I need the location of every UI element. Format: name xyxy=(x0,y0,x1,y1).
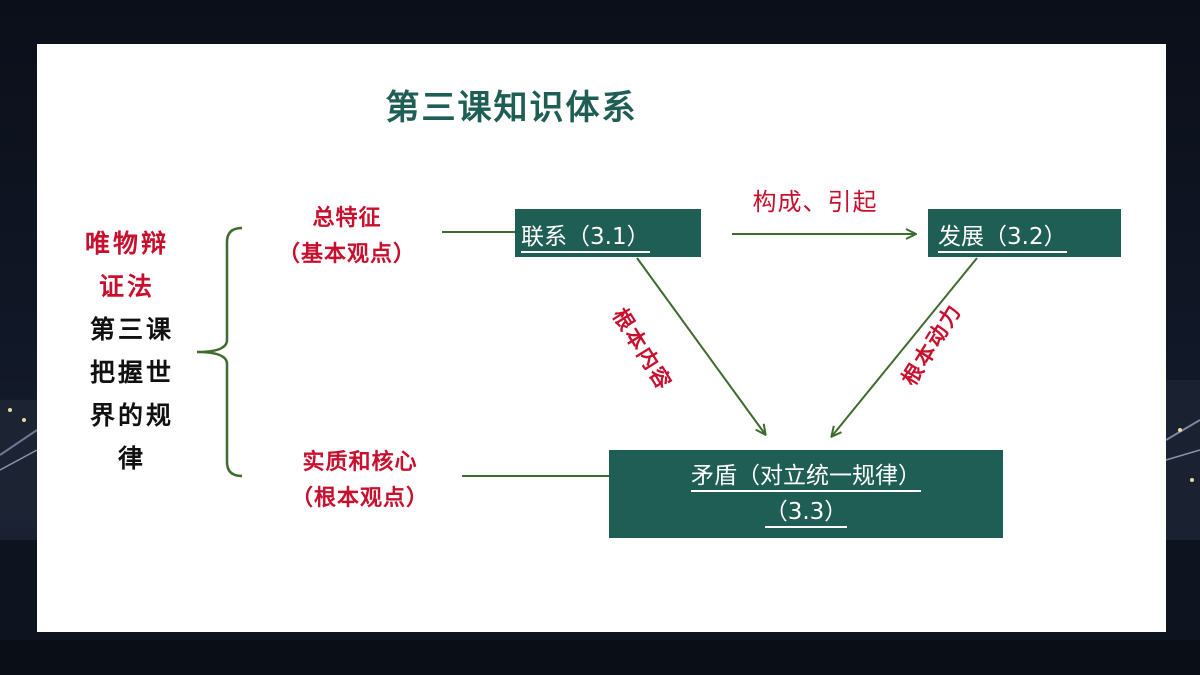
slide-canvas: 第三课知识体系 唯物辩 证法 第三课 把握世 界的规 律 总特征 （基本观点） … xyxy=(37,44,1166,632)
branch-bottom-label: 实质和核心 （根本观点） xyxy=(255,444,465,516)
branch-top-line-1: 总特征 xyxy=(312,205,382,231)
page-title: 第三课知识体系 xyxy=(385,88,638,128)
topic-black-line-4: 律 xyxy=(117,444,146,473)
brace xyxy=(196,226,243,478)
arrow-fazhan-to-maodun xyxy=(832,257,978,436)
topic-black-line-1: 第三课 xyxy=(89,315,174,344)
connector-lines xyxy=(196,226,978,478)
arrow-lianxi-to-maodun xyxy=(636,257,765,434)
topic-black-text: 第三课 把握世 界的规 律 xyxy=(77,308,187,480)
box-maodun-line-1: 矛盾（对立统一规律） xyxy=(691,463,921,492)
branch-bottom-line-1: 实质和核心 xyxy=(302,449,418,475)
topic-black-line-2: 把握世 xyxy=(89,358,174,387)
box-lianxi-text: 联系（3.1） xyxy=(521,224,650,253)
topic-black-line-3: 界的规 xyxy=(89,401,174,430)
box-maodun-line-2: （3.3） xyxy=(764,499,848,528)
arrow-label-top: 构成、引起 xyxy=(752,188,878,216)
branch-top-line-2: （基本观点） xyxy=(277,241,416,267)
branch-bottom-line-2: （根本观点） xyxy=(290,485,429,511)
box-fazhan: 发展（3.2） xyxy=(928,209,1121,257)
branch-top-label: 总特征 （基本观点） xyxy=(252,200,442,272)
topic-red-line-1: 唯物辩 xyxy=(84,229,169,258)
box-lianxi: 联系（3.1） xyxy=(515,209,701,257)
topic-red-text: 唯物辩 证法 xyxy=(77,222,177,308)
topic-red-line-2: 证法 xyxy=(98,272,155,301)
box-maodun: 矛盾（对立统一规律） （3.3） xyxy=(609,450,1003,538)
box-fazhan-text: 发展（3.2） xyxy=(938,224,1067,253)
